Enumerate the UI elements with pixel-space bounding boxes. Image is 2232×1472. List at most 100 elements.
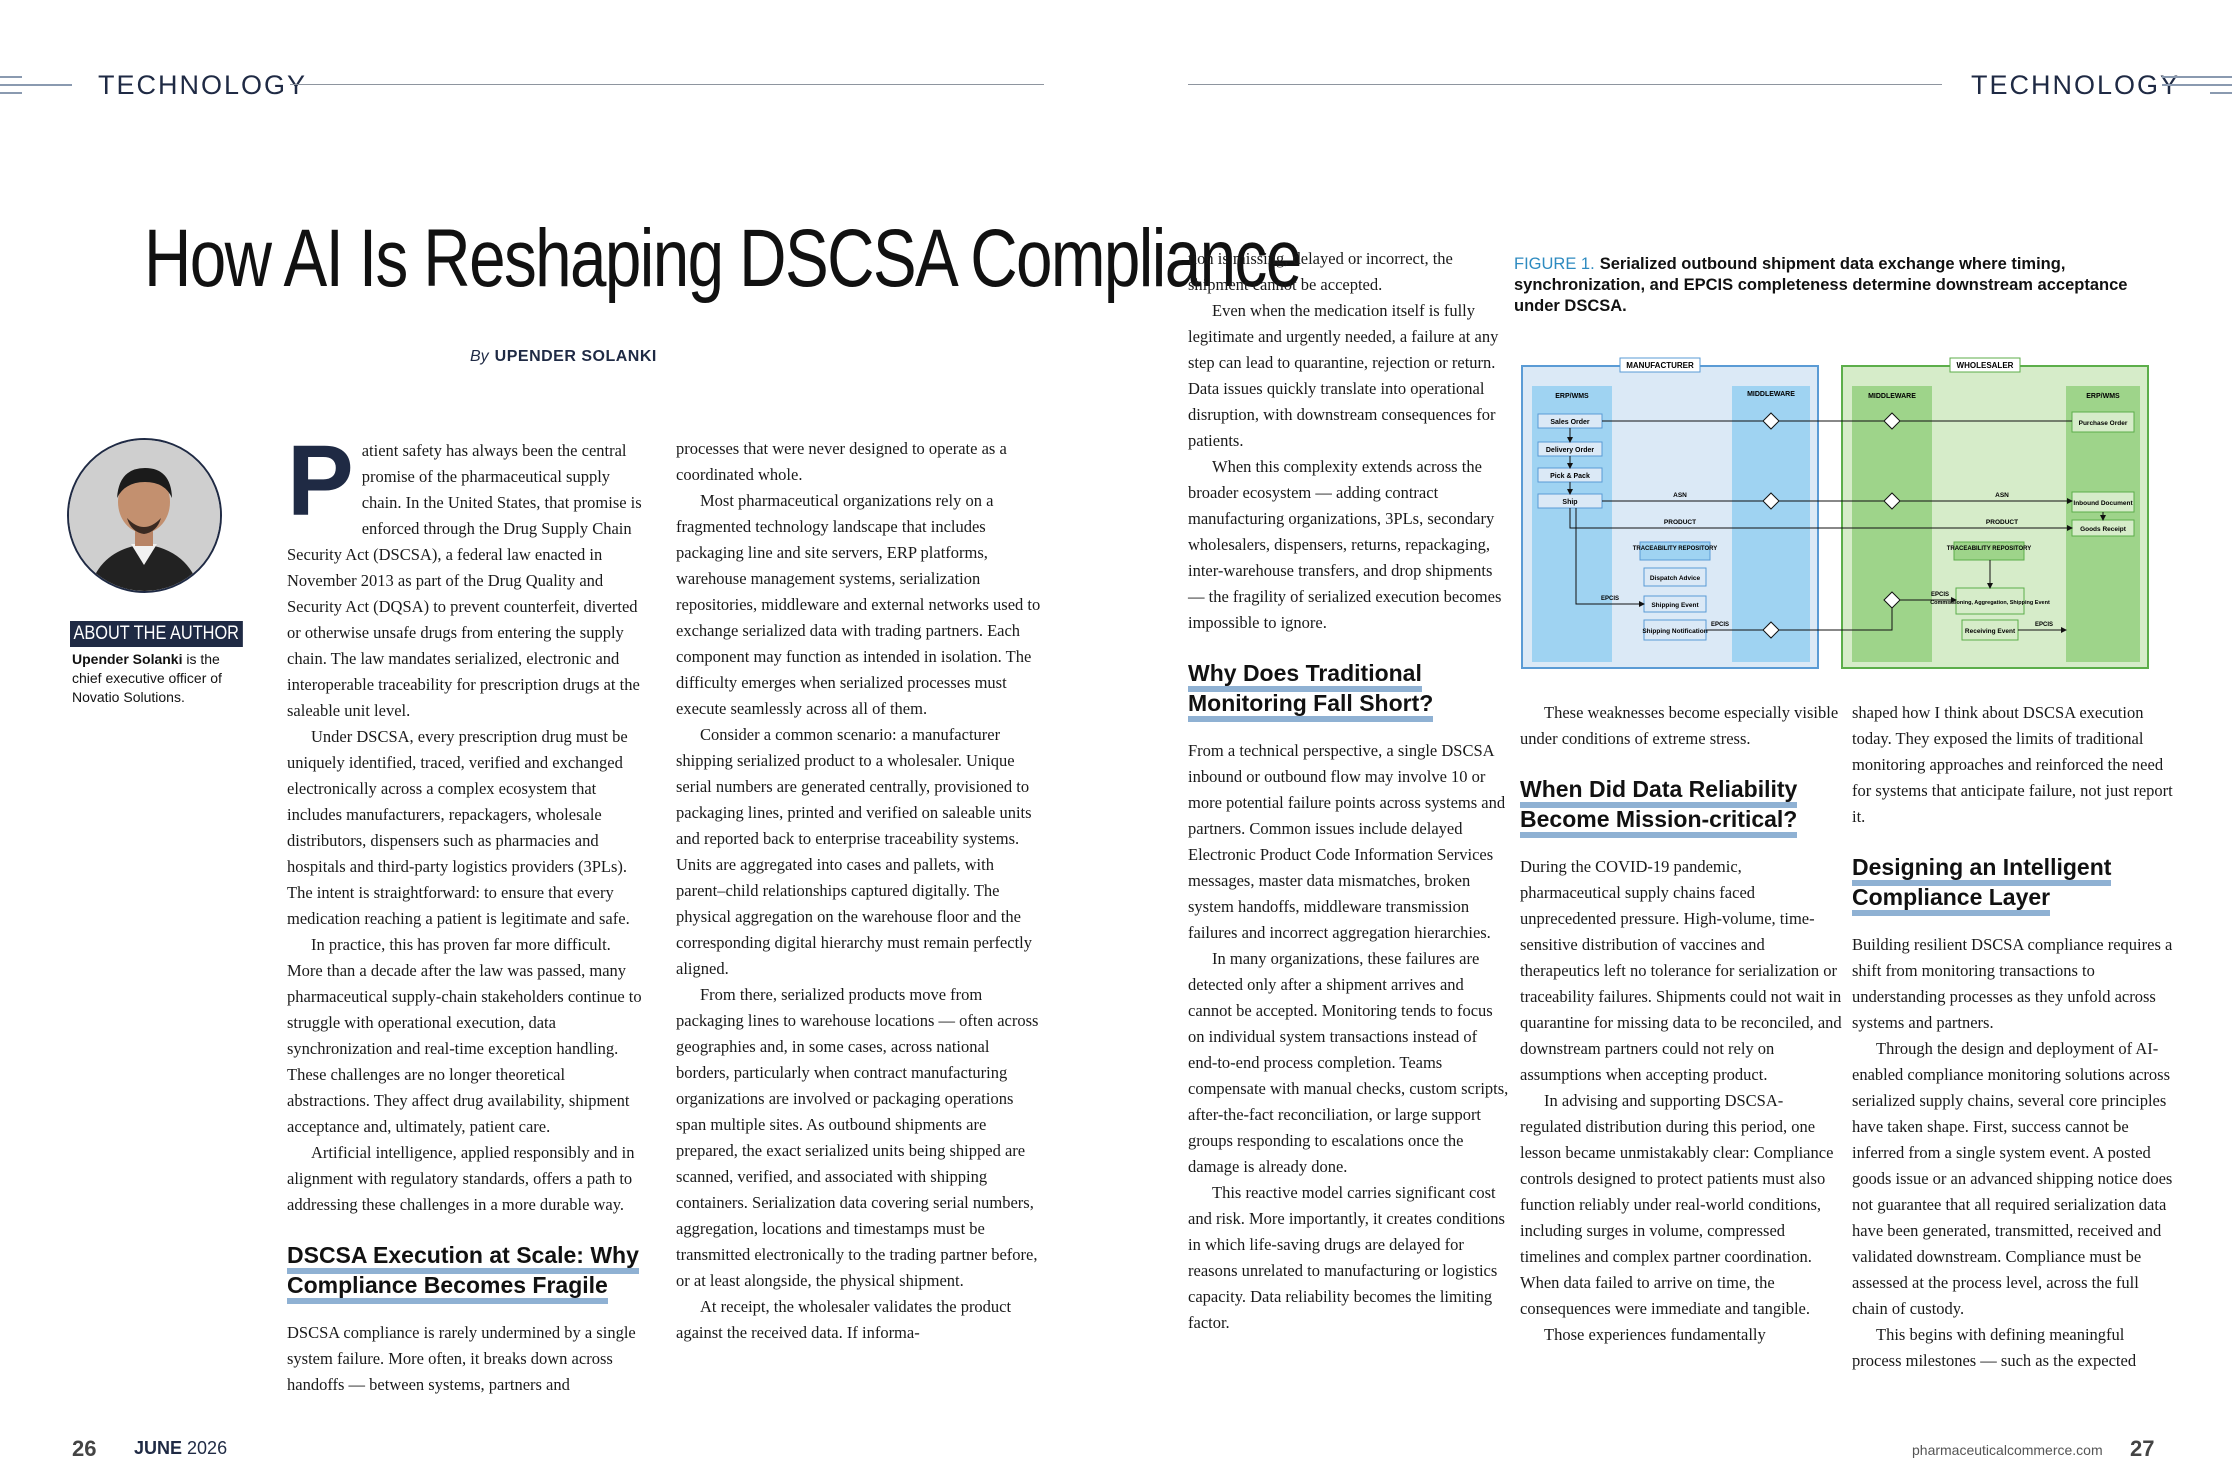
section-heading-text: DSCSA Execution at Scale: Why Compliance… bbox=[287, 1242, 639, 1304]
whs-trace-item-label: Commissioning, Aggregation, Shipping Eve… bbox=[1930, 600, 2050, 606]
epcis-label: EPCIS bbox=[1931, 592, 1949, 598]
column-4: These weaknesses become especially visib… bbox=[1520, 700, 1842, 1348]
mfg-step-label: Sales Order bbox=[1550, 419, 1590, 426]
whs-erp-label: ERP/WMS bbox=[2086, 393, 2120, 400]
asn-label: ASN bbox=[1995, 492, 2009, 499]
decision-diamond bbox=[1883, 412, 1901, 430]
drop-cap: P bbox=[287, 425, 354, 537]
byline-by: By bbox=[470, 348, 489, 365]
mfg-erp-lane bbox=[1532, 386, 1612, 662]
whs-traceability-box bbox=[1953, 541, 2025, 561]
whs-trace-item-label: Receiving Event bbox=[1965, 628, 2016, 635]
mfg-traceability-box bbox=[1639, 541, 1711, 561]
mfg-trace-item-label: Shipping Notification bbox=[1642, 628, 1707, 635]
section-label: TECHNOLOGY bbox=[1971, 70, 2181, 100]
figure-caption-text: Serialized outbound shipment data exchan… bbox=[1514, 255, 2128, 315]
paragraph: From there, serialized products move fro… bbox=[676, 985, 1039, 1290]
website-url[interactable]: pharmaceuticalcommerce.com bbox=[1912, 1442, 2103, 1458]
paragraph: This begins with defining meaningful pro… bbox=[1852, 1325, 2137, 1370]
manufacturer-tag bbox=[1619, 357, 1701, 373]
section-stub bbox=[2162, 84, 2232, 86]
decision-diamond bbox=[1883, 492, 1901, 510]
whs-trace-item bbox=[1955, 587, 2025, 615]
paragraph: DSCSA compliance is rarely undermined by… bbox=[287, 1323, 636, 1394]
manufacturer-label: MANUFACTURER bbox=[1626, 361, 1694, 370]
section-heading: DSCSA Execution at Scale: Why Compliance… bbox=[287, 1240, 649, 1304]
issue-month: JUNE bbox=[134, 1438, 183, 1458]
paragraph: In practice, this has proven far more di… bbox=[287, 935, 642, 1136]
author-photo bbox=[67, 438, 222, 593]
wholesaler-label: WHOLESALER bbox=[1957, 361, 2014, 370]
paragraph: When this complexity extends across the … bbox=[1188, 457, 1502, 632]
paragraph: tion is missing, delayed or incorrect, t… bbox=[1188, 249, 1453, 294]
whs-traceability-label: TRACEABILITY REPOSITORY bbox=[1947, 546, 2032, 552]
issue-year: 2026 bbox=[187, 1438, 228, 1458]
paragraph: During the COVID-19 pandemic, pharmaceut… bbox=[1520, 857, 1842, 1084]
section-stub bbox=[2162, 76, 2232, 78]
paragraph: Under DSCSA, every prescription drug mus… bbox=[287, 727, 630, 928]
asn-label: ASN bbox=[1673, 492, 1687, 499]
whs-step-box bbox=[2071, 411, 2135, 433]
mfg-erp-label: ERP/WMS bbox=[1555, 393, 1589, 400]
whs-step-label: Inbound Document bbox=[2073, 500, 2133, 507]
section-rule bbox=[290, 84, 1044, 85]
article-title: How AI Is Reshaping DSCSA Compliance bbox=[144, 213, 1302, 304]
paragraph-text: atient safety has always been the centra… bbox=[287, 441, 642, 720]
section-stub bbox=[0, 76, 22, 78]
paragraph: This reactive model carries significant … bbox=[1188, 1183, 1505, 1332]
about-author-heading: ABOUT THE AUTHOR bbox=[70, 621, 243, 647]
issue-date: JUNE 2026 bbox=[134, 1438, 227, 1459]
product-label: PRODUCT bbox=[1664, 519, 1696, 526]
left-page: TECHNOLOGY How AI Is Reshaping DSCSA Com… bbox=[0, 70, 1302, 1461]
wholesaler-tag bbox=[1949, 357, 2021, 373]
section-heading-text: When Did Data Reliability Become Mission… bbox=[1520, 776, 1798, 838]
mfg-middleware-lane bbox=[1732, 386, 1810, 662]
mfg-trace-item-label: Dispatch Advice bbox=[1650, 575, 1701, 582]
section-stub bbox=[0, 92, 22, 94]
column-2: processes that were never designed to op… bbox=[676, 436, 1042, 1346]
decision-diamond bbox=[1883, 591, 1901, 609]
mfg-step-label: Delivery Order bbox=[1546, 447, 1595, 454]
whs-step-label: Goods Receipt bbox=[2080, 526, 2127, 533]
paragraph: In many organizations, these failures ar… bbox=[1188, 949, 1509, 1176]
epcis-label: EPCIS bbox=[2035, 622, 2053, 628]
column-3: tion is missing, delayed or incorrect, t… bbox=[1188, 246, 1510, 1336]
paragraph: Through the design and deployment of AI-… bbox=[1852, 1039, 2173, 1318]
whs-step-label: Purchase Order bbox=[2079, 420, 2128, 427]
about-author-name: Upender Solanki bbox=[72, 651, 183, 667]
figure-label: FIGURE 1. bbox=[1514, 255, 1595, 273]
mfg-trace-item-label: Shipping Event bbox=[1651, 602, 1699, 609]
epcis-flow-line bbox=[1575, 508, 1645, 607]
mfg-step-label: Pick & Pack bbox=[1550, 473, 1590, 480]
author-portrait-image bbox=[69, 440, 220, 591]
page-number: 26 bbox=[72, 1436, 97, 1461]
about-author-bio: is the chief executive officer of Novati… bbox=[72, 651, 222, 705]
figure-diagram: MANUFACTURER ERP/WMS MIDDLEWARE Sales Or… bbox=[1521, 357, 2149, 669]
mfg-step-label: Ship bbox=[1562, 499, 1577, 506]
epcis-label: EPCIS bbox=[1711, 622, 1729, 628]
section-heading: Designing an Intelligent Compliance Laye… bbox=[1852, 852, 2174, 916]
paragraph: Most pharmaceutical organizations rely o… bbox=[676, 491, 1041, 718]
paragraph: Consider a common scenario: a manufactur… bbox=[676, 725, 1032, 978]
column-5: shaped how I think about DSCSA execution… bbox=[1852, 700, 2174, 1374]
paragraph: Artificial intelligence, applied respons… bbox=[287, 1143, 635, 1214]
figure-caption: FIGURE 1.Serialized outbound shipment da… bbox=[1514, 254, 2144, 317]
section-stub bbox=[2210, 92, 2232, 94]
paragraph: Building resilient DSCSA compliance requ… bbox=[1852, 935, 2173, 1032]
section-label: TECHNOLOGY bbox=[98, 70, 308, 100]
epcis-label: EPCIS bbox=[1601, 596, 1619, 602]
section-rule bbox=[1188, 84, 1942, 85]
section-stub bbox=[0, 84, 72, 86]
paragraph: At receipt, the wholesaler validates the… bbox=[676, 1297, 1012, 1342]
section-heading: Why Does Traditional Monitoring Fall Sho… bbox=[1188, 658, 1510, 722]
section-heading: When Did Data Reliability Become Mission… bbox=[1520, 774, 1842, 838]
paragraph: From a technical perspective, a single D… bbox=[1188, 741, 1506, 942]
right-page: TECHNOLOGY tion is missing, delayed or i… bbox=[1116, 0, 2232, 1472]
paragraph: processes that were never designed to op… bbox=[676, 439, 1007, 484]
page-number: 27 bbox=[2130, 1436, 2155, 1461]
paragraph: Even when the medication itself is fully… bbox=[1188, 301, 1499, 450]
product-label: PRODUCT bbox=[1986, 519, 2018, 526]
paragraph: shaped how I think about DSCSA execution… bbox=[1852, 703, 2173, 826]
mfg-middleware-label: MIDDLEWARE bbox=[1747, 391, 1795, 398]
